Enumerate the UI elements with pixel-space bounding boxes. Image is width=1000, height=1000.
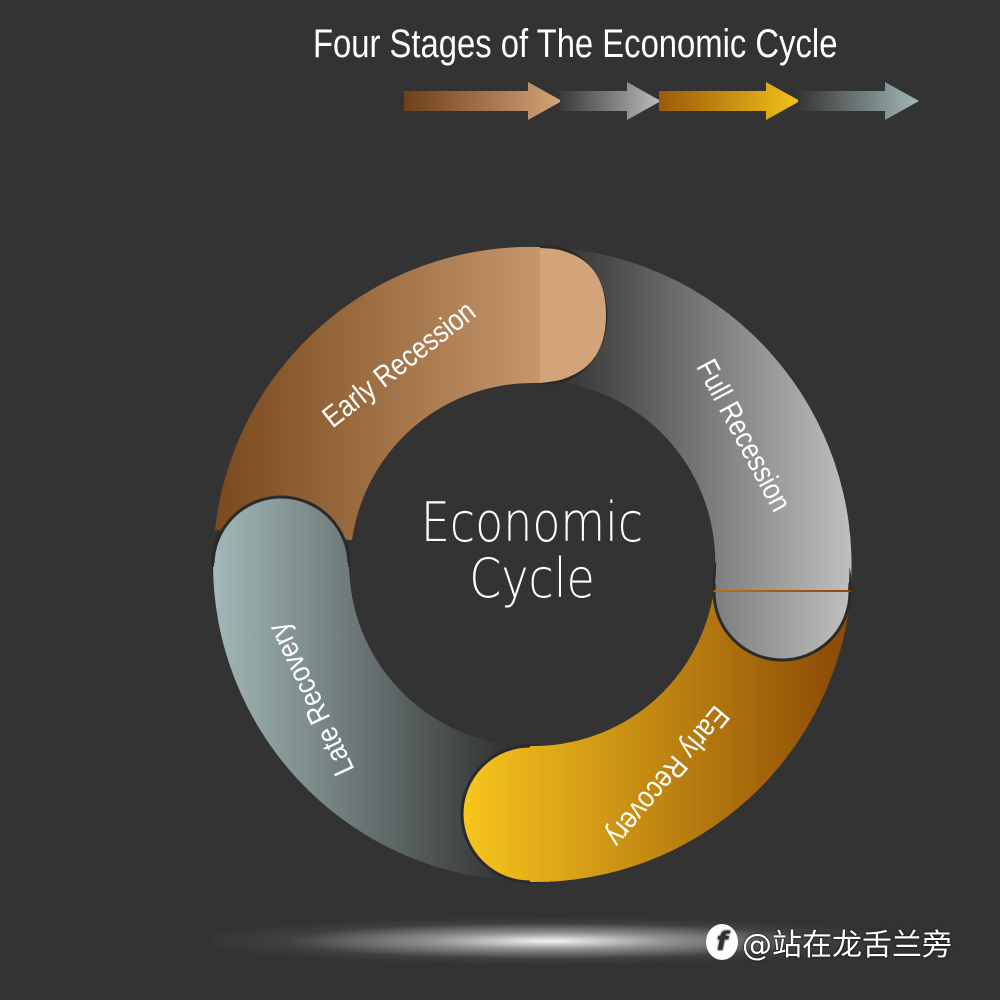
arrow-early-recession [404, 82, 562, 120]
page-title: Four Stages of The Economic Cycle [313, 22, 838, 66]
segment-early-recession [215, 245, 608, 541]
brand-logo-icon: f [706, 924, 738, 960]
arrow-early-recovery [659, 82, 800, 120]
late-recovery-cap [211, 495, 351, 583]
watermark-text: @站在龙舌兰旁 [742, 928, 952, 963]
stage-arrows [404, 82, 919, 120]
watermark: f @站在龙舌兰旁 [706, 922, 952, 963]
floor-glow [210, 918, 890, 964]
segment-early-recovery [460, 590, 852, 884]
center-label: Economic Cycle [405, 495, 660, 607]
arrow-full-recession [560, 82, 661, 120]
arrow-late-recovery [798, 82, 919, 120]
center-label-line1: Economic [420, 491, 644, 554]
center-label-line2: Cycle [469, 547, 595, 610]
